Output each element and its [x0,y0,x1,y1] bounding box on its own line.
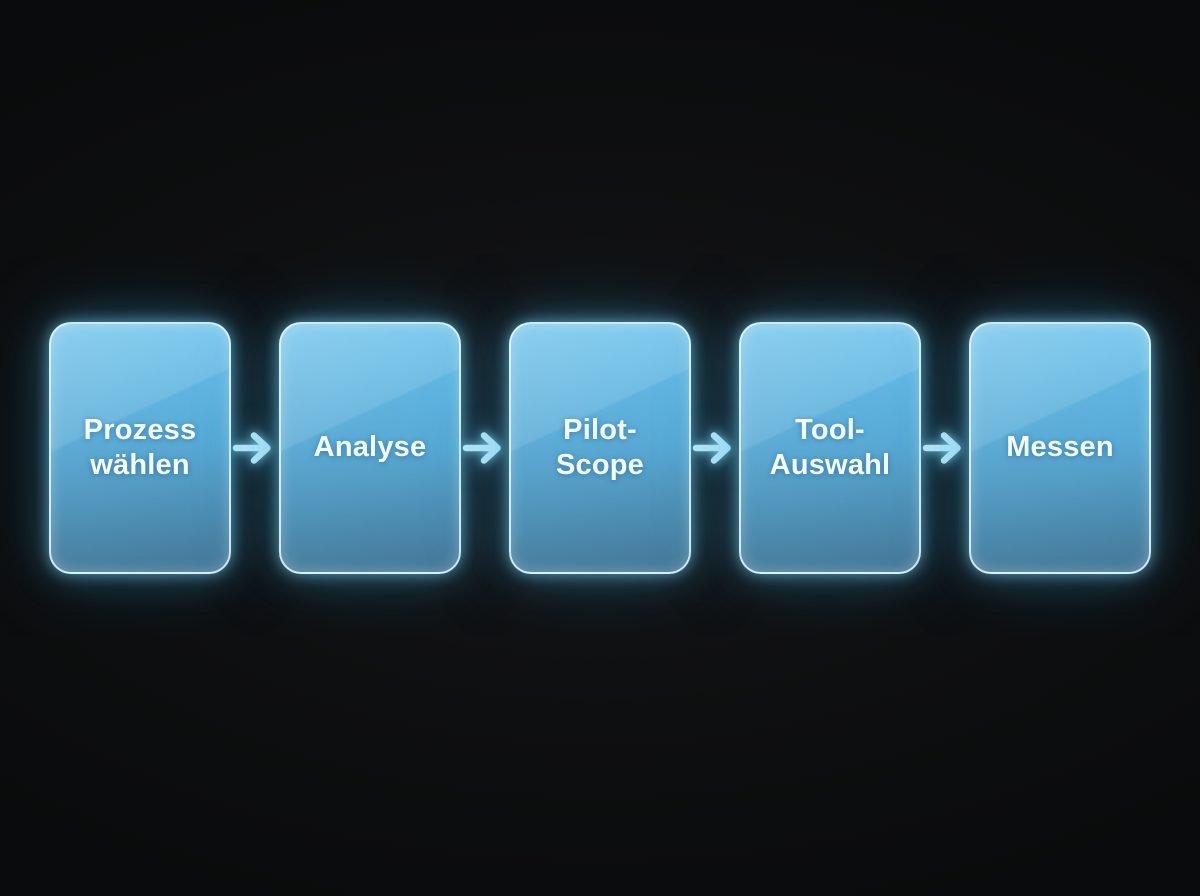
step-label: Tool- Auswahl [769,413,891,481]
step-label: Prozess wählen [83,413,197,481]
step-label: Messen [1006,431,1114,464]
step-label: Analyse [313,431,427,464]
flow-step-tool-auswahl: Tool- Auswahl [739,322,921,574]
step-label: Pilot- Scope [555,413,645,481]
arrow-right-icon [461,424,509,472]
arrow-right-icon [921,424,969,472]
arrow-right-icon [691,424,739,472]
arrow-right-icon [231,424,279,472]
flow-step-pilot-scope: Pilot- Scope [509,322,691,574]
flow-step-analyse: Analyse [279,322,461,574]
flow-step-messen: Messen [969,322,1151,574]
flow-step-prozess-waehlen: Prozess wählen [49,322,231,574]
